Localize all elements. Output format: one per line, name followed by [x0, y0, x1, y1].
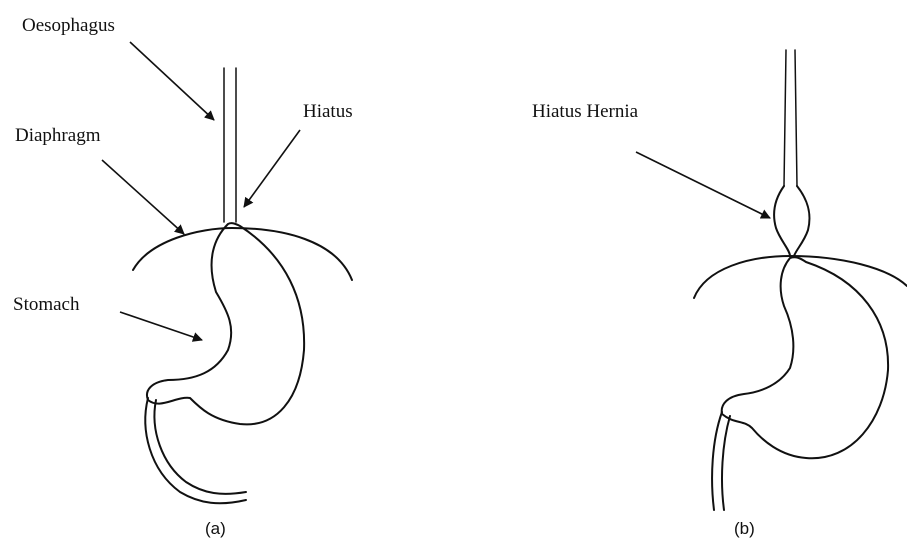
duodenum-b-outer — [712, 412, 722, 510]
duodenum-b-inner — [722, 416, 730, 510]
stomach-a — [147, 223, 304, 424]
stomach-arrow — [120, 312, 202, 340]
caption-b: (b) — [734, 519, 755, 538]
diaphragm-b — [694, 256, 907, 298]
panel-b: Hiatus Hernia (b) — [532, 50, 907, 538]
diaphragm-a — [133, 228, 352, 280]
duodenum-a-inner — [154, 400, 246, 494]
hiatus-label: Hiatus — [303, 101, 353, 122]
oesophagus-a — [224, 68, 236, 222]
diaphragm-label: Diaphragm — [15, 125, 101, 146]
panel-a: Oesophagus Hiatus Diaphragm Stomach (a) — [13, 15, 353, 538]
stomach-label: Stomach — [13, 294, 80, 315]
oesophagus-arrow — [130, 42, 214, 120]
oesophagus-b — [784, 50, 797, 186]
hiatus-arrow — [244, 130, 300, 207]
stomach-b — [722, 257, 888, 458]
diaphragm-arrow — [102, 160, 184, 234]
oesophagus-label: Oesophagus — [22, 15, 115, 36]
hiatus-hernia-label: Hiatus Hernia — [532, 101, 639, 122]
hernia-bulge — [774, 186, 809, 256]
caption-a: (a) — [205, 519, 226, 538]
hiatus-hernia-arrow — [636, 152, 770, 218]
